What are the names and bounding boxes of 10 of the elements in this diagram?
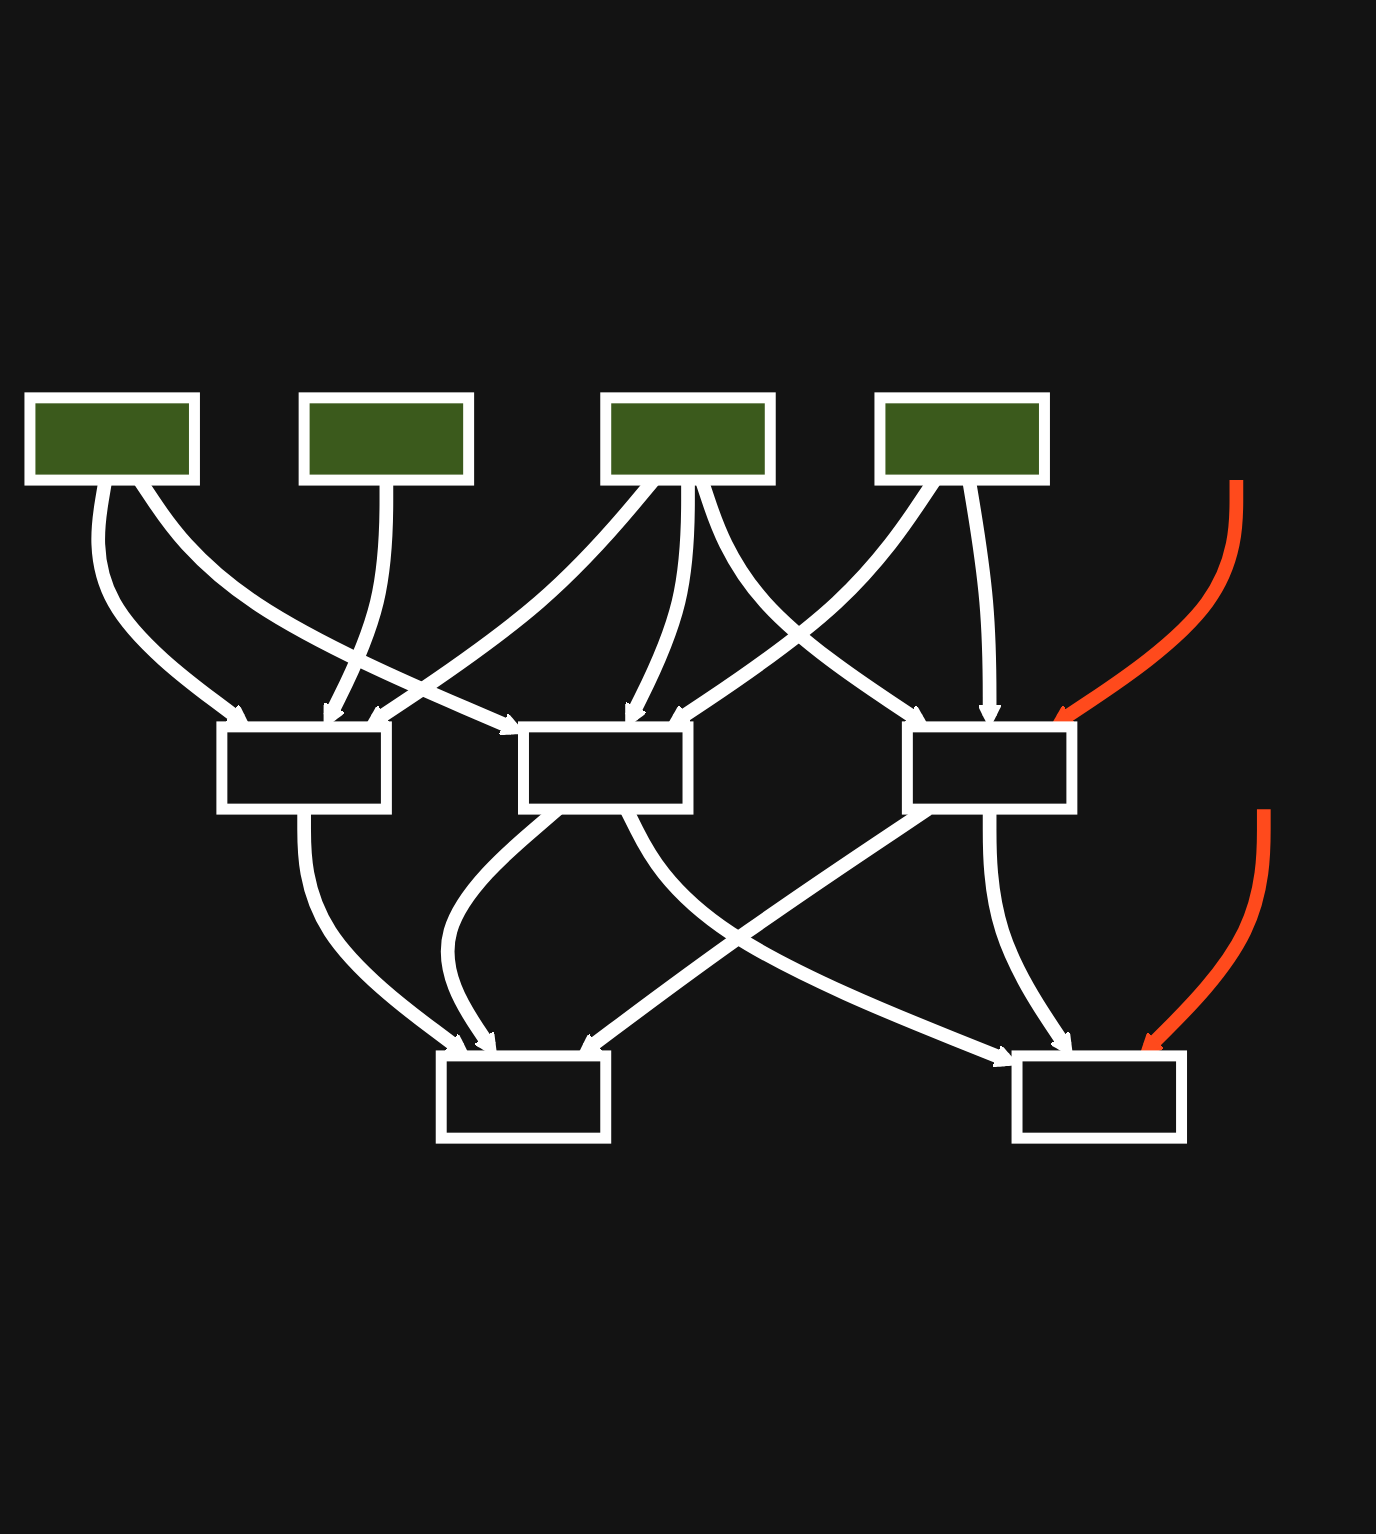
node-box [1011, 1049, 1188, 1143]
arrow [1050, 479, 1244, 727]
node-box [600, 391, 776, 485]
node-box [874, 391, 1050, 485]
node-box [216, 720, 392, 814]
node-box [24, 391, 200, 485]
node-box [435, 1049, 612, 1143]
node-box [518, 720, 694, 814]
node-box [298, 391, 475, 485]
node-box [901, 720, 1078, 814]
